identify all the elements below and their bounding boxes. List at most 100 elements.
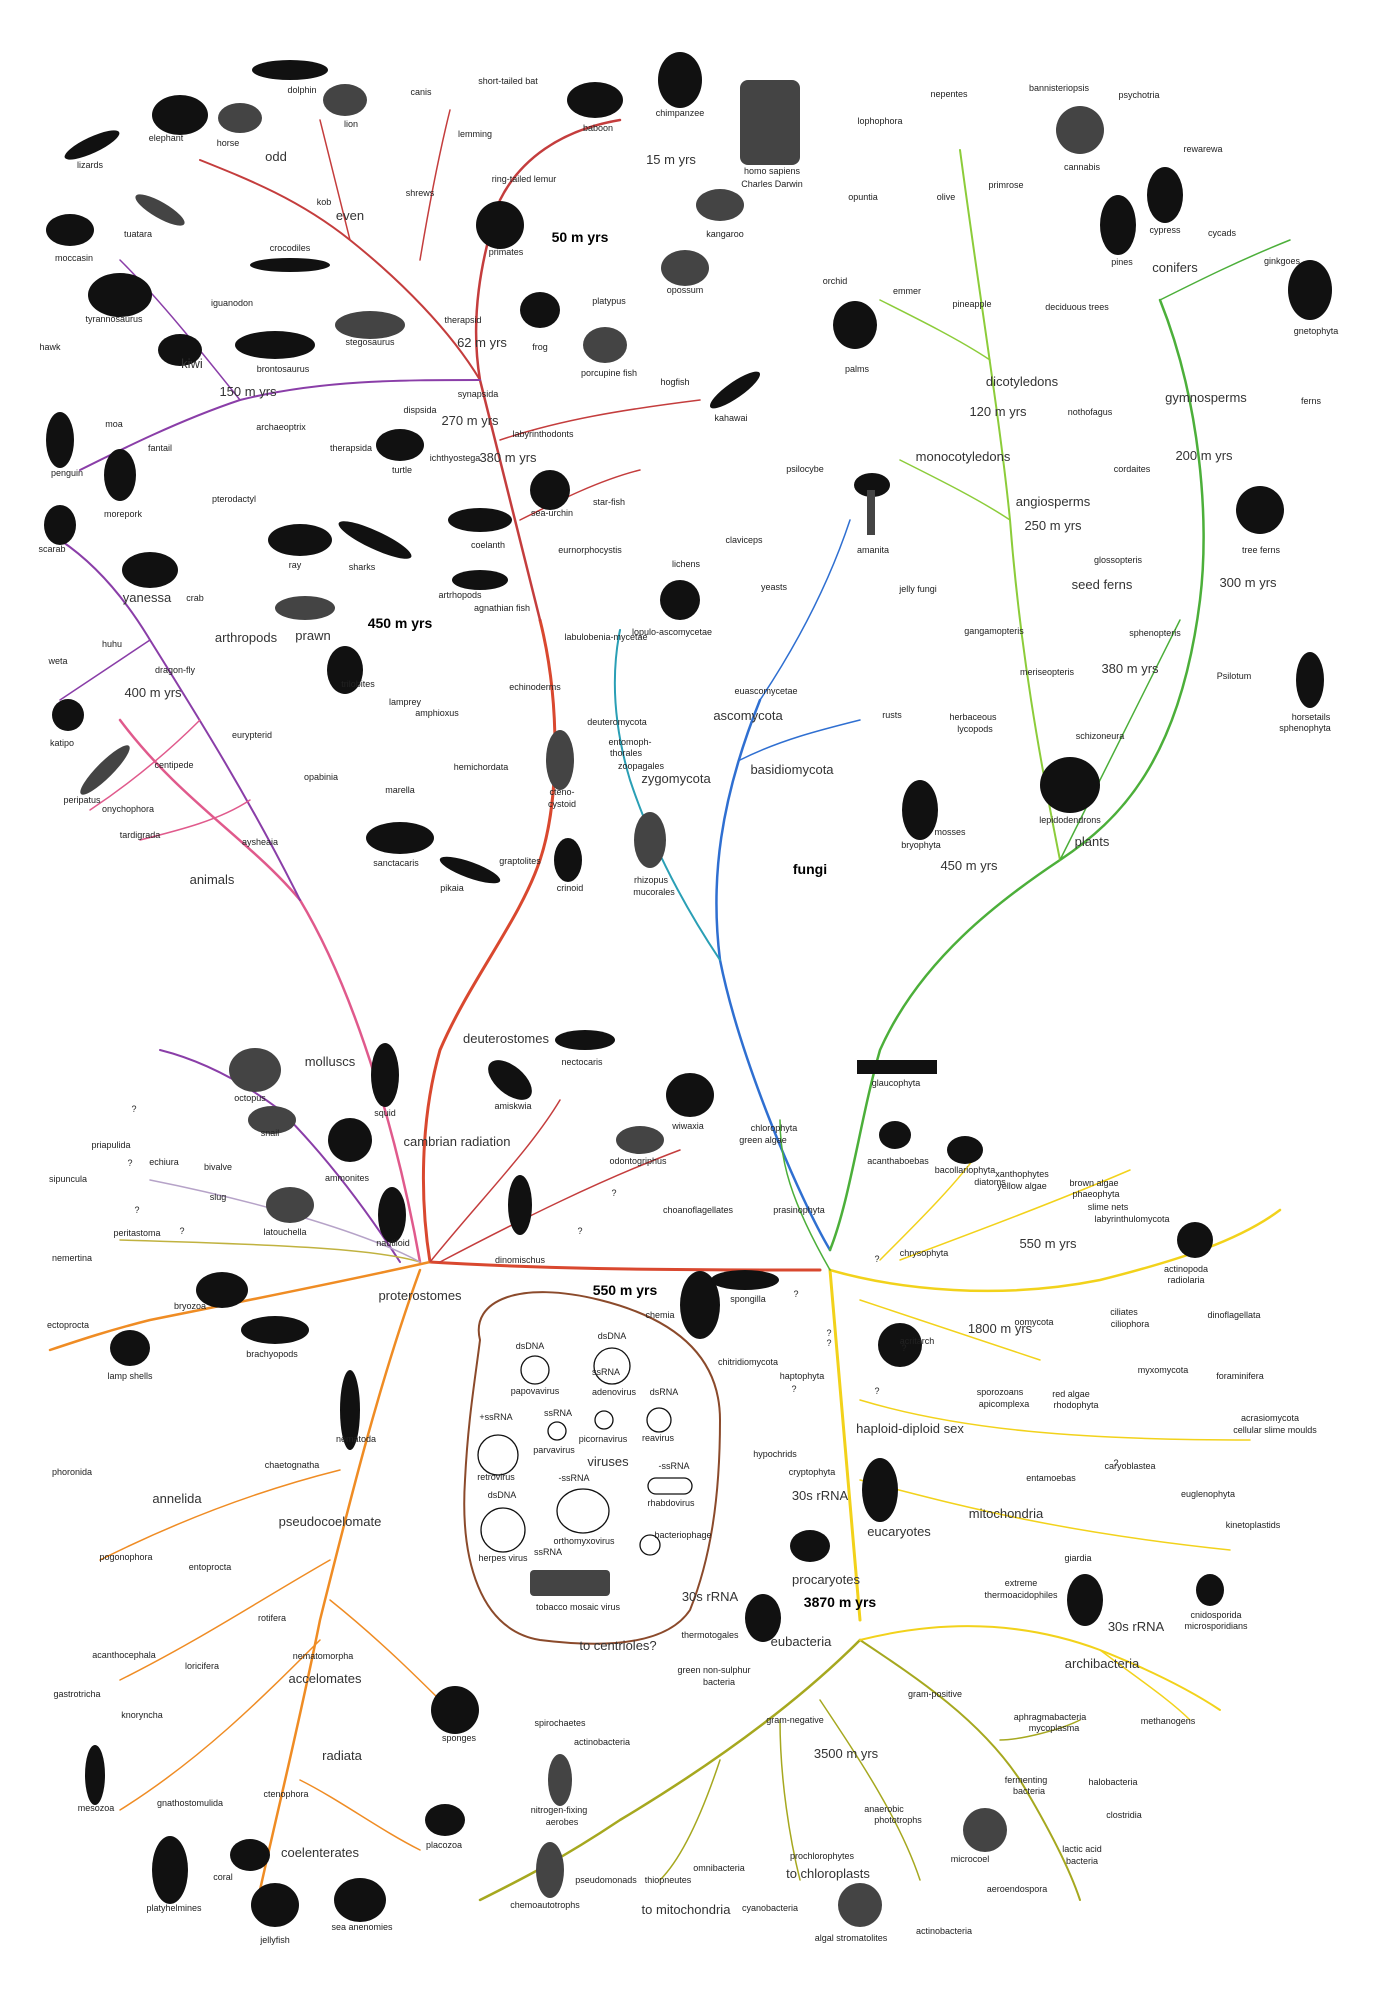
species-label: phoronida <box>52 1467 92 1477</box>
species-label: bryozoa <box>174 1301 206 1311</box>
species-label: peripatus <box>63 795 101 805</box>
species-label: haptophyta <box>780 1371 825 1381</box>
species-label: priapulida <box>91 1140 130 1150</box>
spongilla-icon <box>711 1270 779 1290</box>
species-label: ctenophora <box>263 1789 308 1799</box>
species-label: mosses <box>934 827 966 837</box>
question-mark: ? <box>826 1328 831 1338</box>
species-label: prasinophyta <box>773 1205 825 1215</box>
species-label: claviceps <box>725 535 763 545</box>
glaucophyta-icon <box>857 1060 937 1074</box>
species-label: squid <box>374 1108 396 1118</box>
species-label: trilobites <box>341 679 375 689</box>
species-label: thiopneutes <box>645 1875 692 1885</box>
species-label: gnetophyta <box>1294 326 1339 336</box>
sea-anemone-icon <box>334 1878 386 1922</box>
species-label: chitridiomycota <box>718 1357 778 1367</box>
species-label: acrasiomycota <box>1241 1413 1299 1423</box>
species-label: ginkgoes <box>1264 256 1301 266</box>
microcoel-icon <box>963 1808 1007 1852</box>
species-label: peritastoma <box>113 1228 160 1238</box>
nautiloid-icon <box>378 1187 406 1243</box>
species-label: Charles Darwin <box>741 179 803 189</box>
wiwaxia-icon <box>666 1073 714 1117</box>
clades-label: conifers <box>1152 260 1198 275</box>
species-label: lemming <box>458 129 492 139</box>
species-label: homo sapiens <box>744 166 801 176</box>
twig-31 <box>139 799 251 841</box>
species-label: giardia <box>1064 1553 1091 1563</box>
species-label: yeasts <box>761 582 788 592</box>
mesozoa-icon <box>85 1745 105 1805</box>
coelacanth-icon <box>448 508 512 532</box>
tyrannosaurus-icon <box>88 273 152 317</box>
species-label: euglenophyta <box>1181 1489 1235 1499</box>
clades-label: to mitochondria <box>642 1902 732 1917</box>
species-label: cypress <box>1149 225 1181 235</box>
species-label: odontogriphus <box>609 1156 667 1166</box>
sea-urchin-icon <box>530 470 570 510</box>
species-label: penguin <box>51 468 83 478</box>
species-label: rotifera <box>258 1613 286 1623</box>
gnetophyta-icon <box>1288 260 1332 320</box>
species-label: nepentes <box>930 89 968 99</box>
species-label: kob <box>317 197 332 207</box>
herpes-virus-icon <box>480 1507 526 1553</box>
species-label: katipo <box>50 738 74 748</box>
species-label: nemertina <box>52 1253 92 1263</box>
clades-label: molluscs <box>305 1054 356 1069</box>
parvavirus-icon <box>547 1421 567 1441</box>
times-label: 400 m yrs <box>124 685 182 700</box>
question-mark: ? <box>901 1343 906 1353</box>
rhizopus-icon <box>634 812 666 868</box>
species-label: schizoneura <box>1076 731 1125 741</box>
twig-29 <box>59 639 151 701</box>
species-label: centipede <box>154 760 193 770</box>
times-label: 380 m yrs <box>1101 661 1159 676</box>
species-label: psychotria <box>1118 90 1159 100</box>
species-label: opuntia <box>848 192 878 202</box>
amiskwia-icon <box>488 1060 532 1100</box>
species-label: rewarewa <box>1183 144 1222 154</box>
procaryote-icon <box>790 1530 830 1562</box>
times-label: 450 m yrs <box>368 615 433 631</box>
rhabdovirus-icon <box>647 1477 693 1495</box>
species-label: emmer <box>893 286 921 296</box>
species-label: frog <box>532 342 548 352</box>
trunk-vertebrates <box>474 118 622 622</box>
species-label: microcoel <box>951 1854 990 1864</box>
opossum-icon <box>661 250 709 286</box>
species-label: brachyopods <box>246 1349 298 1359</box>
times-label: 270 m yrs <box>441 413 499 428</box>
twig-8 <box>859 1299 1041 1361</box>
sponges-icon <box>431 1686 479 1734</box>
species-label: algal stromatolites <box>815 1933 888 1943</box>
times-label: 250 m yrs <box>1024 518 1082 533</box>
species-label: xanthophytes <box>995 1169 1049 1179</box>
species-label: kinetoplastids <box>1226 1520 1281 1530</box>
clades-label: radiata <box>322 1748 363 1763</box>
species-label: ferns <box>1301 396 1322 406</box>
bryophyte-icon <box>902 780 938 840</box>
species-label: picornavirus <box>579 1434 628 1444</box>
trunk-animals <box>421 618 822 1272</box>
species-label: tuatara <box>124 229 152 239</box>
cnidosporida-icon <box>1196 1574 1224 1606</box>
clades-label: viruses <box>587 1454 629 1469</box>
adenovirus-icon <box>593 1347 631 1385</box>
species-label: sea anenomies <box>331 1922 393 1932</box>
cannabis-icon <box>1056 106 1104 154</box>
species-label: yellow algae <box>997 1181 1047 1191</box>
species-label: sponges <box>442 1733 477 1743</box>
species-label: dsRNA <box>650 1387 679 1397</box>
species-label: cordaites <box>1114 464 1151 474</box>
species-label: actinopoda <box>1164 1264 1208 1274</box>
tree-fern-icon <box>1236 486 1284 534</box>
species-label: kiwi <box>181 356 203 371</box>
species-label: iguanodon <box>211 298 253 308</box>
species-label: platypus <box>592 296 626 306</box>
branch-lines <box>48 109 1291 1902</box>
orthomyxovirus-icon <box>556 1488 610 1534</box>
clades-label: to chloroplasts <box>786 1866 870 1881</box>
twig-1 <box>119 1239 421 1263</box>
